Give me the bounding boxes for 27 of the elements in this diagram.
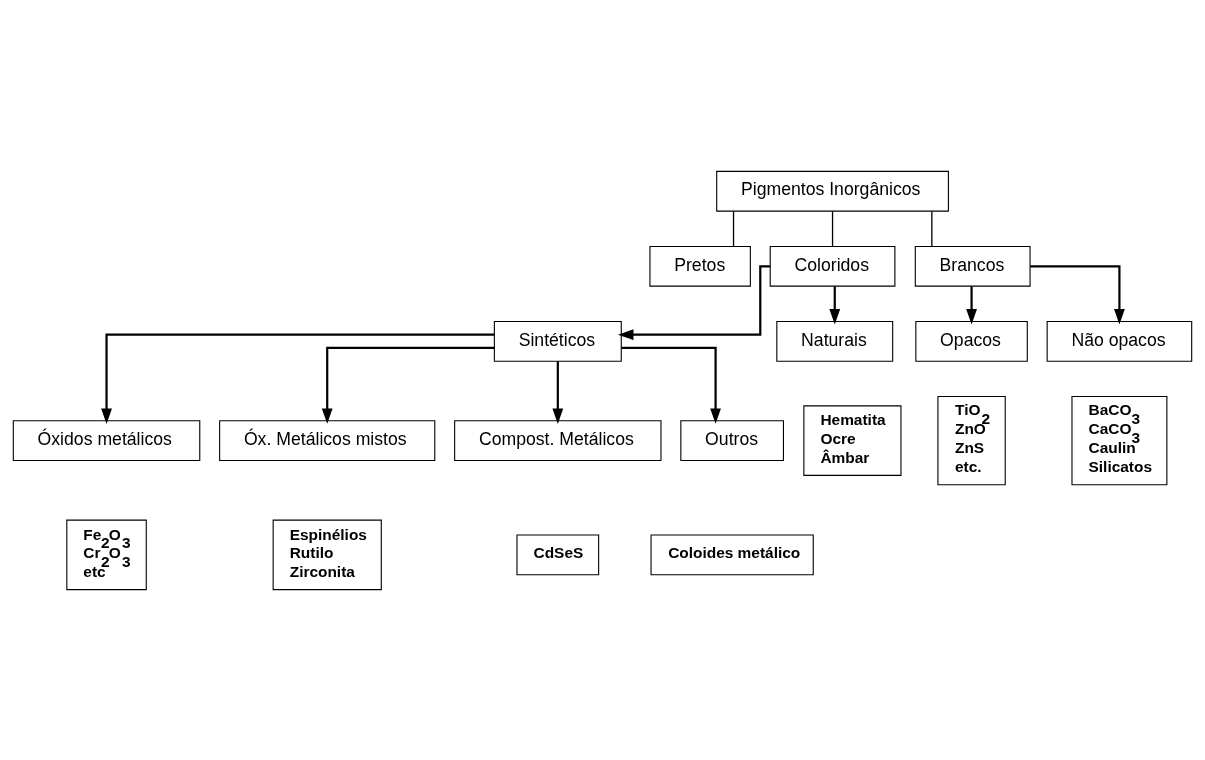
node-box: Espinélios Rutilo Zirconita	[272, 519, 382, 590]
arrow	[321, 346, 495, 424]
node-box: Pigmentos Inorgânicos	[716, 170, 949, 212]
node-box: Não opacos	[1046, 320, 1193, 362]
node-box: Pretos	[649, 245, 751, 287]
arrow	[621, 346, 721, 424]
arrow	[101, 333, 495, 424]
arrow	[617, 264, 770, 340]
node-box: Compost. Metálicos	[454, 419, 662, 461]
node-box: Sintéticos	[493, 320, 622, 362]
node-box: Outros	[680, 419, 784, 461]
arrow	[966, 285, 977, 324]
arrow	[552, 360, 564, 424]
node-box: CdSeS	[516, 533, 600, 575]
node-box: Opacos	[915, 320, 1028, 362]
connector	[931, 210, 933, 247]
node-box: Naturais	[776, 320, 894, 362]
node-box: Coloides metálico	[650, 533, 814, 575]
node-box: Hematita Ocre Âmbar	[803, 404, 902, 476]
arrow	[829, 285, 841, 324]
node-box: Óx. Metálicos mistos	[219, 419, 436, 461]
arrow	[1030, 264, 1125, 325]
node-box: Brancos	[914, 245, 1031, 287]
connector	[732, 210, 735, 247]
node-box: Coloridos	[769, 245, 896, 287]
node-box: Óxidos metálicos	[12, 419, 201, 461]
connector	[831, 210, 834, 247]
